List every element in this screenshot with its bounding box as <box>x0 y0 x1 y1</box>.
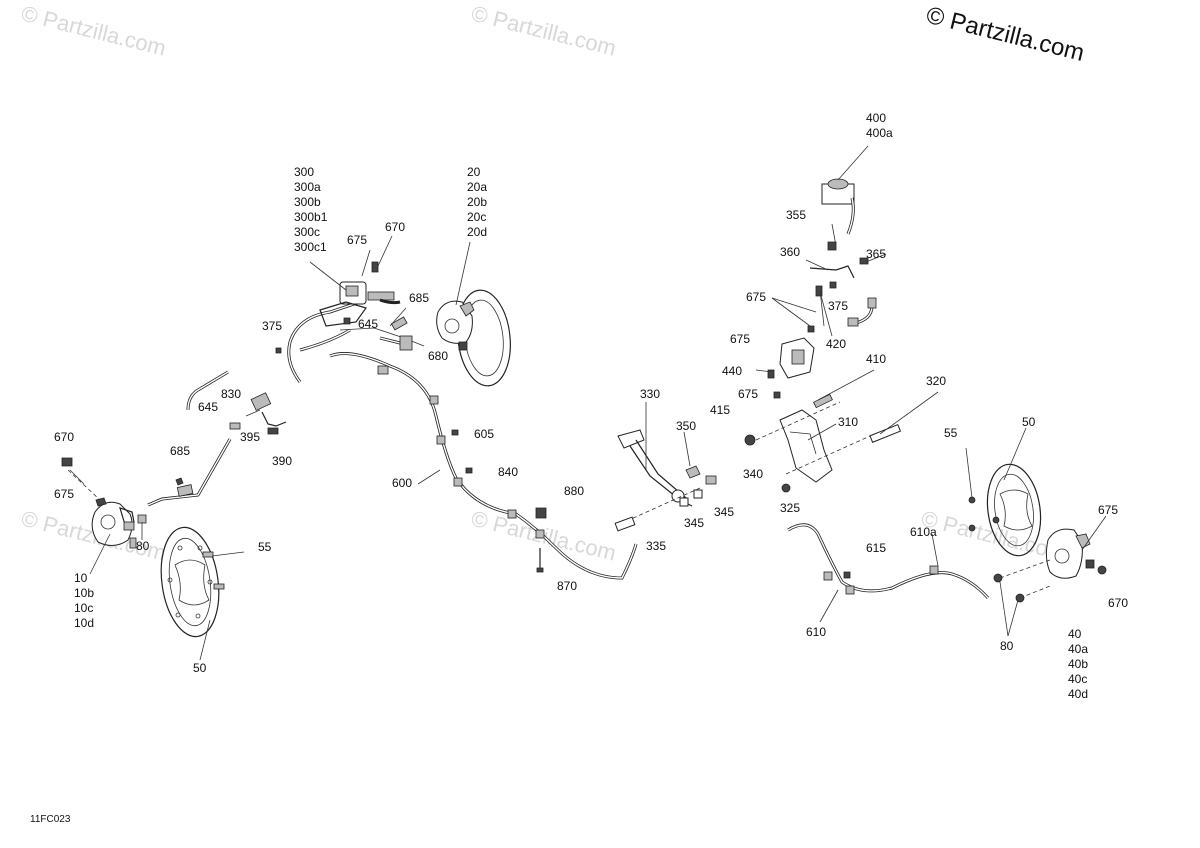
callout-80: 80 <box>136 539 150 553</box>
callout-675: 675 <box>1098 503 1118 517</box>
callout-685: 685 <box>409 291 429 305</box>
callout-300a: 300a <box>294 180 321 194</box>
callout-355: 355 <box>786 208 806 222</box>
callout-300: 300 <box>294 165 314 179</box>
callout-605: 605 <box>474 427 494 441</box>
callout-685: 685 <box>170 444 190 458</box>
callout-880: 880 <box>564 484 584 498</box>
callout-670: 670 <box>1108 596 1128 610</box>
leader-lines <box>69 145 1107 661</box>
long-brake-line-600 <box>329 352 638 580</box>
callout-645: 645 <box>358 317 378 331</box>
callout-870: 870 <box>557 579 577 593</box>
callout-345: 345 <box>684 516 704 530</box>
brake-fluid-reservoir <box>809 178 877 327</box>
callout-40c: 40c <box>1068 672 1087 686</box>
left-brake-caliper <box>61 457 147 549</box>
callout-340: 340 <box>743 467 763 481</box>
front-brake-disc-caliper <box>436 289 511 387</box>
callout-50: 50 <box>1022 415 1036 429</box>
callout-10: 10 <box>74 571 88 585</box>
callout-365: 365 <box>866 247 886 261</box>
callout-55: 55 <box>944 426 958 440</box>
callout-10b: 10b <box>74 586 94 600</box>
callout-420: 420 <box>826 337 846 351</box>
left-brake-hose <box>147 422 241 507</box>
callout-40d: 40d <box>1068 687 1088 701</box>
callout-675: 675 <box>738 387 758 401</box>
watermark: © Partzilla.com <box>469 1 619 61</box>
callout-415: 415 <box>710 403 730 417</box>
callout-20: 20 <box>467 165 481 179</box>
callout-40b: 40b <box>1068 657 1088 671</box>
callout-645: 645 <box>198 400 218 414</box>
right-brake-caliper <box>993 528 1107 603</box>
callout-610a: 610a <box>910 525 937 539</box>
callout-675: 675 <box>746 290 766 304</box>
brake-pedal <box>614 429 717 532</box>
callout-300b1: 300b1 <box>294 210 328 224</box>
callout-20d: 20d <box>467 225 487 239</box>
callout-350: 350 <box>676 419 696 433</box>
callout-675: 675 <box>347 233 367 247</box>
callout-325: 325 <box>780 501 800 515</box>
callout-20c: 20c <box>467 210 486 224</box>
pedal-bracket <box>744 393 902 493</box>
callout-10c: 10c <box>74 601 93 615</box>
diagram-code: 11FC023 <box>30 814 71 825</box>
master-cylinder-assembly <box>275 261 425 383</box>
callout-335: 335 <box>646 539 666 553</box>
callout-675: 675 <box>730 332 750 346</box>
callout-675: 675 <box>54 487 74 501</box>
callout-300c1: 300c1 <box>294 240 327 254</box>
callout-10d: 10d <box>74 616 94 630</box>
right-brake-disc <box>968 463 1042 557</box>
callout-40a: 40a <box>1068 642 1088 656</box>
brake-line-830 <box>186 370 287 435</box>
callout-680: 680 <box>428 349 448 363</box>
callout-310: 310 <box>838 415 858 429</box>
callout-400: 400 <box>866 111 886 125</box>
callout-830: 830 <box>221 387 241 401</box>
master-cylinder-right <box>767 285 825 399</box>
callout-670: 670 <box>54 430 74 444</box>
callout-80: 80 <box>1000 639 1014 653</box>
parts-artwork <box>61 145 1107 661</box>
callout-labels: 300 300a 300b 300b1 300c 300c1 20 20a 20… <box>54 111 1128 701</box>
callout-20b: 20b <box>467 195 487 209</box>
left-brake-disc <box>160 526 225 638</box>
callout-345: 345 <box>714 505 734 519</box>
callout-320: 320 <box>926 374 946 388</box>
callout-440: 440 <box>722 364 742 378</box>
callout-390: 390 <box>272 454 292 468</box>
callout-410: 410 <box>866 352 886 366</box>
callout-50: 50 <box>193 661 207 675</box>
callout-615: 615 <box>866 541 886 555</box>
callout-375: 375 <box>262 319 282 333</box>
callout-300c: 300c <box>294 225 320 239</box>
brand-watermark: © Partzilla.com <box>924 2 1087 67</box>
callout-840: 840 <box>498 465 518 479</box>
callout-40: 40 <box>1068 627 1082 641</box>
right-brake-hose-610 <box>787 523 990 599</box>
callout-330: 330 <box>640 387 660 401</box>
callout-375: 375 <box>828 299 848 313</box>
callout-55: 55 <box>258 540 272 554</box>
watermark: © Partzilla.com <box>19 1 169 61</box>
callout-600: 600 <box>392 476 412 490</box>
callout-400a: 400a <box>866 126 893 140</box>
callout-670: 670 <box>385 220 405 234</box>
callout-20a: 20a <box>467 180 487 194</box>
callout-360: 360 <box>780 245 800 259</box>
callout-610: 610 <box>806 625 826 639</box>
callout-395: 395 <box>240 430 260 444</box>
callout-300b: 300b <box>294 195 321 209</box>
